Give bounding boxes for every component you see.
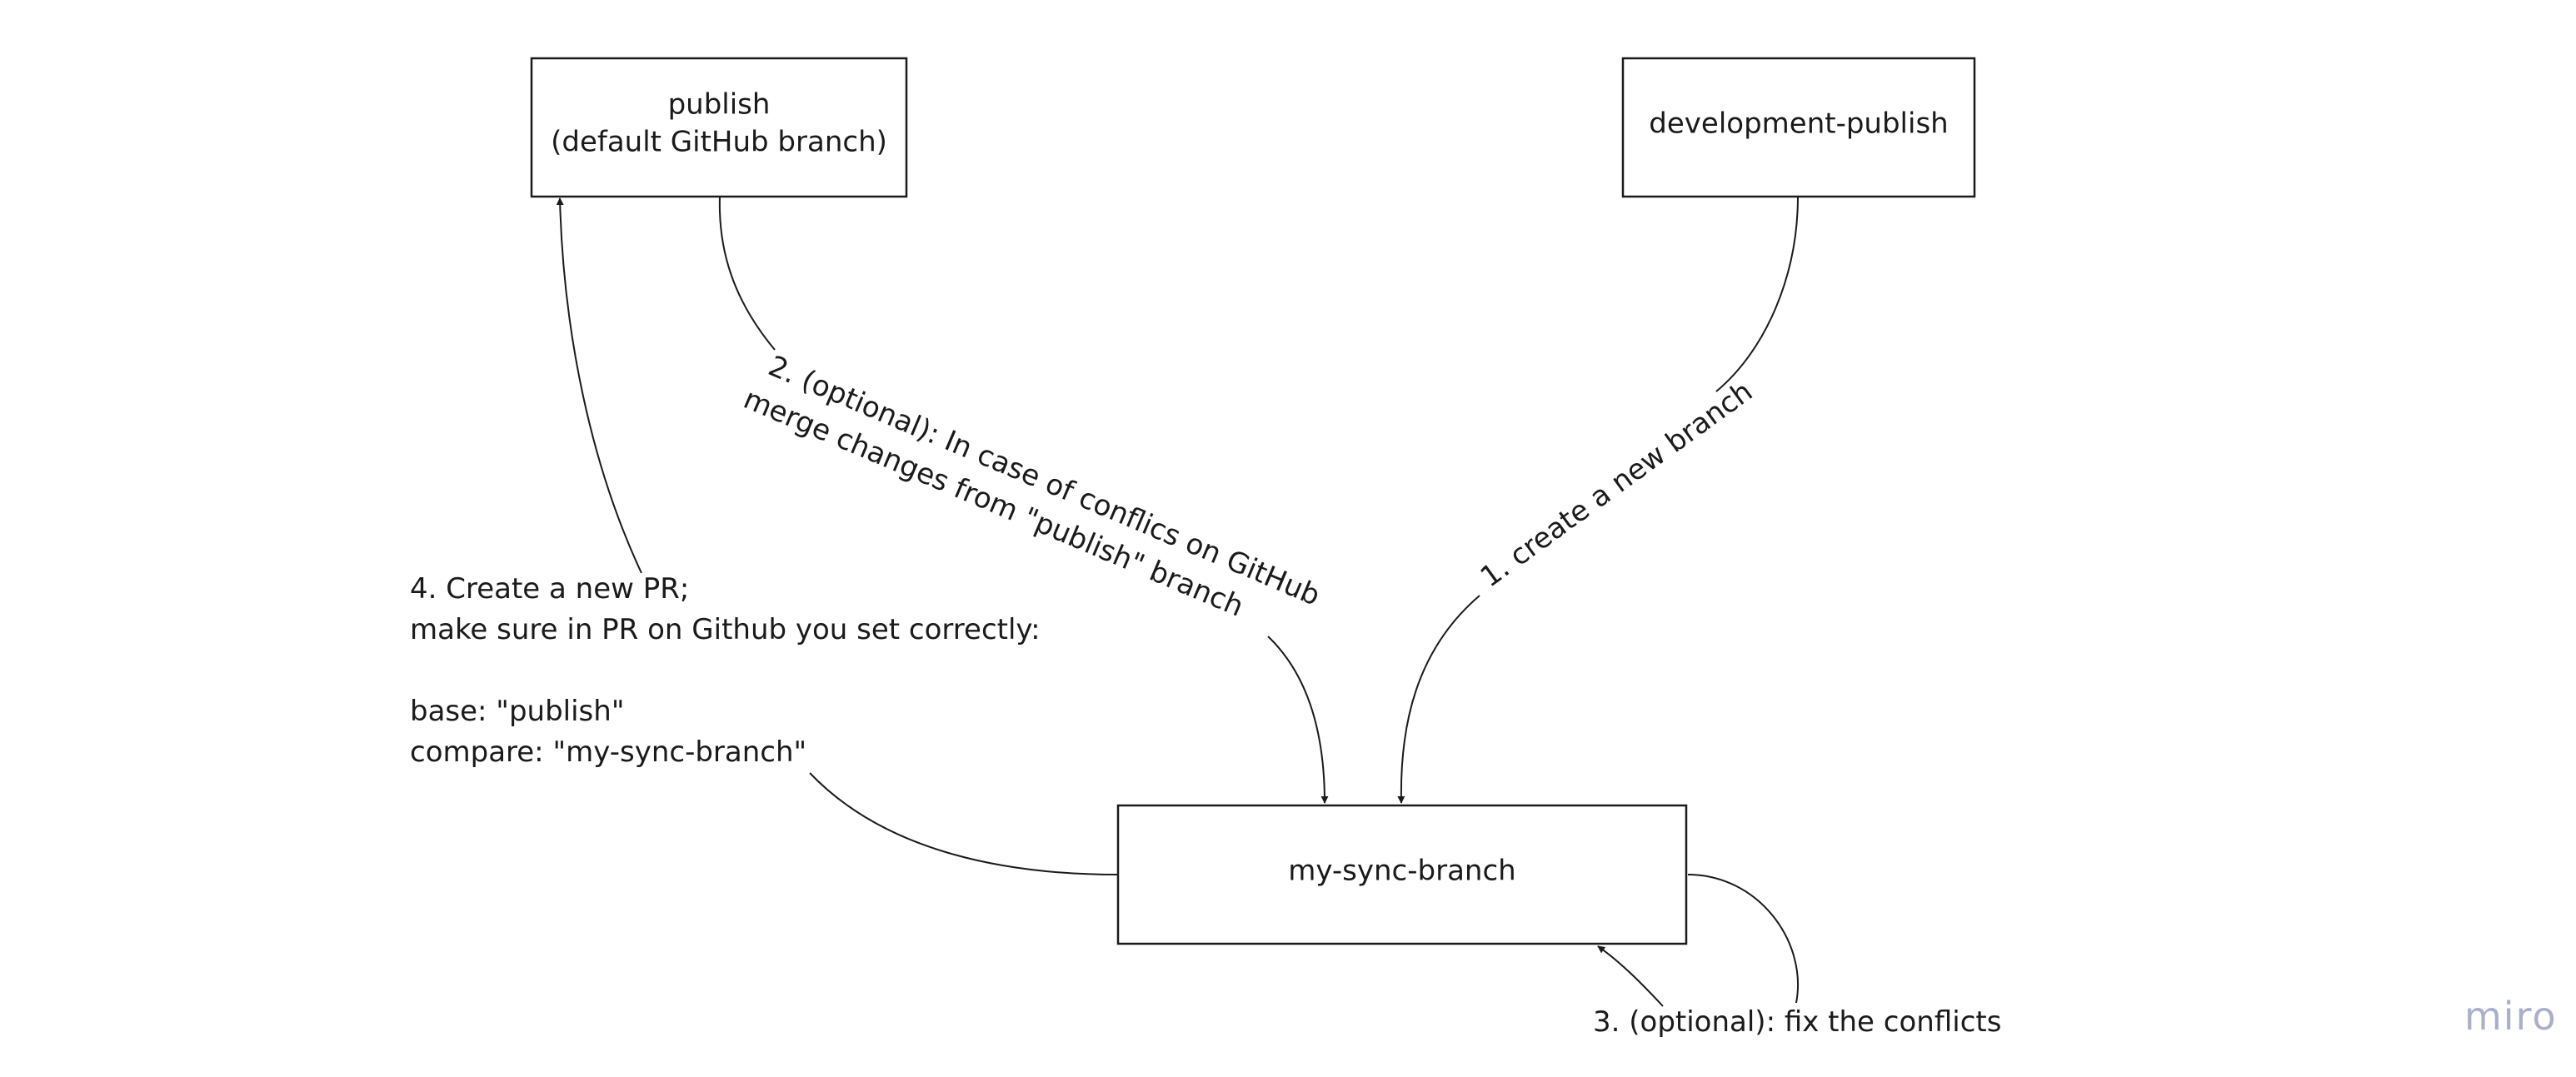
edge-fix-conflicts bbox=[1687, 874, 1799, 1004]
edge-fix-conflicts-arrow bbox=[1597, 945, 1664, 1007]
miro-watermark: miro bbox=[2464, 994, 2558, 1039]
label-step4-line5: compare: "my-sync-branch" bbox=[410, 735, 806, 769]
label-step2-line1: 2. (optional): In case of conflics on Gi… bbox=[763, 349, 1325, 612]
node-my-sync-branch: my-sync-branch bbox=[1116, 804, 1688, 945]
label-step3: 3. (optional): fix the conflicts bbox=[1593, 1005, 2001, 1039]
edge-create-pr-arrow bbox=[556, 197, 642, 574]
label-step4-line4: base: "publish" bbox=[410, 695, 624, 728]
edge-merge-publish-arrow bbox=[1267, 636, 1329, 804]
edge-create-branch-arrow bbox=[1397, 595, 1480, 804]
node-publish: publish (default GitHub branch) bbox=[530, 57, 908, 198]
edge-merge-publish bbox=[718, 196, 776, 351]
edge-create-pr bbox=[809, 772, 1119, 875]
label-step1: 1. create a new branch bbox=[1475, 375, 1759, 594]
label-step4-line1: 4. Create a new PR; bbox=[410, 572, 689, 606]
node-publish-title: publish bbox=[668, 88, 771, 122]
label-step2: 2. (optional): In case of conflics on Gi… bbox=[739, 349, 1325, 624]
node-development-publish: development-publish bbox=[1621, 57, 1976, 198]
edge-create-branch bbox=[1715, 196, 1799, 392]
label-step4: 4. Create a new PR; make sure in PR on G… bbox=[410, 572, 1041, 769]
label-step2-line2: merge changes from "publish" branch bbox=[739, 382, 1249, 624]
node-development-publish-label: development-publish bbox=[1649, 107, 1948, 141]
node-publish-subtitle: (default GitHub branch) bbox=[551, 126, 887, 159]
node-my-sync-branch-label: my-sync-branch bbox=[1288, 855, 1515, 888]
label-step4-line2: make sure in PR on Github you set correc… bbox=[410, 613, 1041, 646]
